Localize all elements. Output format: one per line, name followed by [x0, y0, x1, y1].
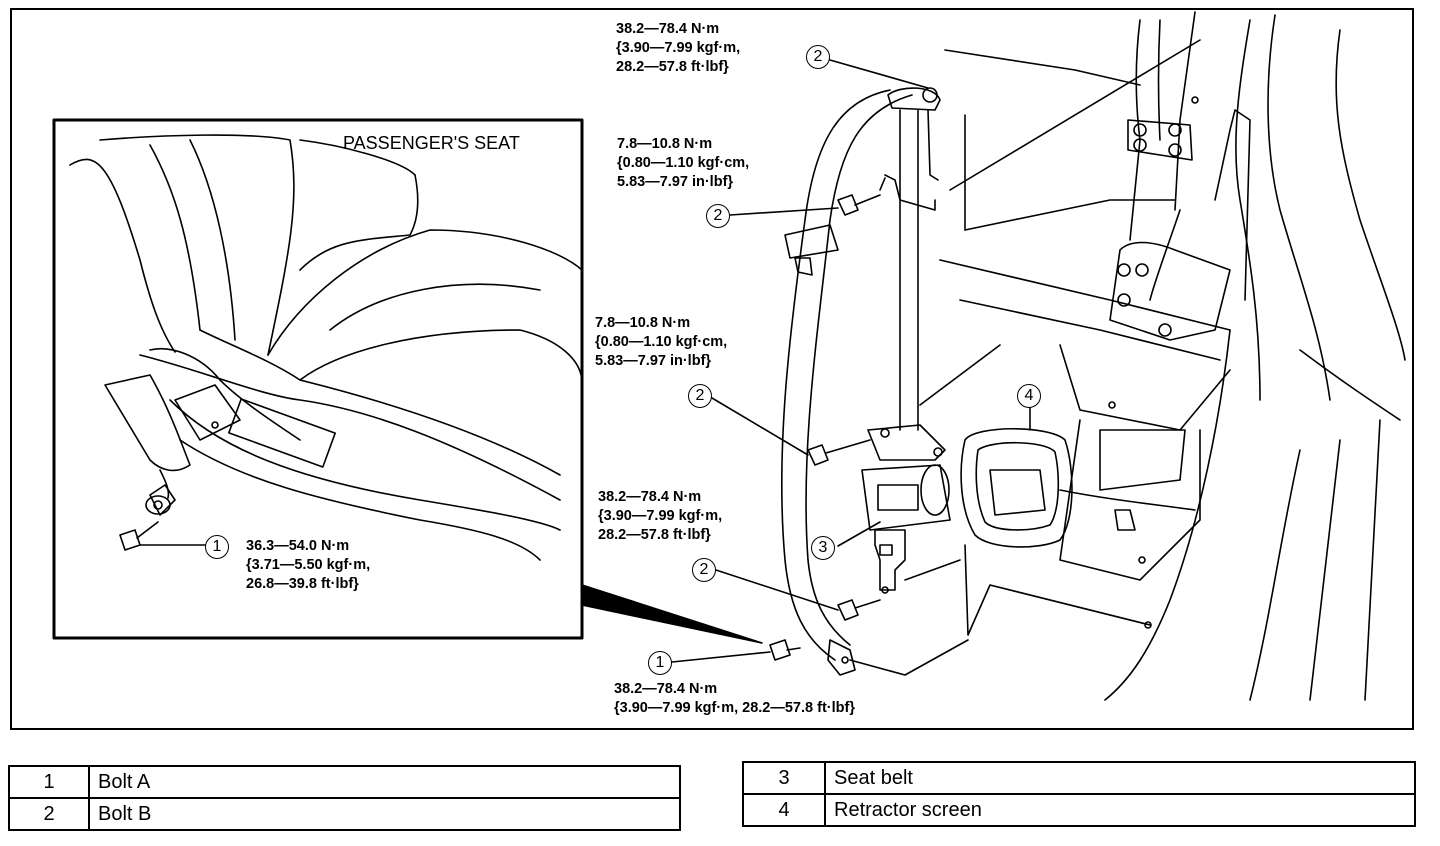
- callout-retractor-screen: 4: [1017, 384, 1041, 408]
- torque-spec-seat-bolt: 36.3—54.0 N·m {3.71—5.50 kgf·m, 26.8—39.…: [246, 537, 370, 594]
- spec-line: 36.3—54.0 N·m: [246, 538, 350, 554]
- spec-line: {3.90—7.99 kgf·m,: [616, 40, 741, 56]
- spec-line: 28.2—57.8 ft·lbf}: [598, 527, 711, 543]
- spec-line: 7.8—10.8 N·m: [617, 136, 713, 152]
- legend-number: 2: [8, 797, 90, 831]
- callout-bolt-b-lower: 2: [692, 558, 716, 582]
- callout-seat-belt: 3: [811, 536, 835, 560]
- spec-line: {3.90—7.99 kgf·m,: [598, 508, 723, 524]
- legend-number: 3: [742, 761, 826, 795]
- inset-pointer: [581, 584, 763, 644]
- legend-label: Bolt A: [88, 765, 681, 799]
- torque-spec-top-bolt: 38.2—78.4 N·m {3.90—7.99 kgf·m, 28.2—57.…: [616, 20, 740, 77]
- spec-line: {3.71—5.50 kgf·m,: [246, 557, 371, 573]
- spec-line: 28.2—57.8 ft·lbf}: [616, 59, 729, 75]
- torque-spec-middle-bolt: 7.8—10.8 N·m {0.80—1.10 kgf·cm, 5.83—7.9…: [595, 314, 727, 371]
- legend-number: 1: [8, 765, 90, 799]
- legend-row: 4 Retractor screen: [742, 793, 1416, 827]
- legend-row: 3 Seat belt: [742, 761, 1416, 795]
- spec-line: 38.2—78.4 N·m: [616, 21, 720, 37]
- legend-row: 2 Bolt B: [8, 797, 681, 831]
- legend-row: 1 Bolt A: [8, 765, 681, 799]
- spec-line: 5.83—7.97 in·lbf}: [595, 353, 712, 369]
- callout-bolt-b-top: 2: [806, 45, 830, 69]
- spec-line: 38.2—78.4 N·m: [614, 681, 718, 697]
- legend-label: Seat belt: [824, 761, 1416, 795]
- legend-table-left: 1 Bolt A 2 Bolt B: [8, 765, 681, 831]
- torque-spec-lower-bolt: 38.2—78.4 N·m {3.90—7.99 kgf·m, 28.2—57.…: [598, 488, 722, 545]
- inset-title: PASSENGER'S SEAT: [343, 133, 520, 153]
- spec-line: {0.80—1.10 kgf·cm,: [617, 155, 750, 171]
- legend-label: Bolt B: [88, 797, 681, 831]
- spec-line: {0.80—1.10 kgf·cm,: [595, 334, 728, 350]
- spec-line: 5.83—7.97 in·lbf}: [617, 174, 734, 190]
- torque-spec-upper-bolt: 7.8—10.8 N·m {0.80—1.10 kgf·cm, 5.83—7.9…: [617, 135, 749, 192]
- callout-bolt-a-anchor: 1: [648, 651, 672, 675]
- callout-bolt-b-upper: 2: [706, 204, 730, 228]
- spec-line: 26.8—39.8 ft·lbf}: [246, 576, 359, 592]
- belt-webbing-outer: [780, 89, 891, 661]
- legend-number: 4: [742, 793, 826, 827]
- spec-line: {3.90—7.99 kgf·m, 28.2—57.8 ft·lbf}: [614, 700, 855, 716]
- spec-line: 38.2—78.4 N·m: [598, 489, 702, 505]
- legend-table-right: 3 Seat belt 4 Retractor screen: [742, 761, 1416, 827]
- spec-line: 7.8—10.8 N·m: [595, 315, 691, 331]
- legend-label: Retractor screen: [824, 793, 1416, 827]
- callout-bolt-a-seat: 1: [205, 535, 229, 559]
- torque-spec-anchor-bolt: 38.2—78.4 N·m {3.90—7.99 kgf·m, 28.2—57.…: [614, 680, 855, 718]
- diagram-frame: [10, 8, 1414, 730]
- callout-bolt-b-middle: 2: [688, 384, 712, 408]
